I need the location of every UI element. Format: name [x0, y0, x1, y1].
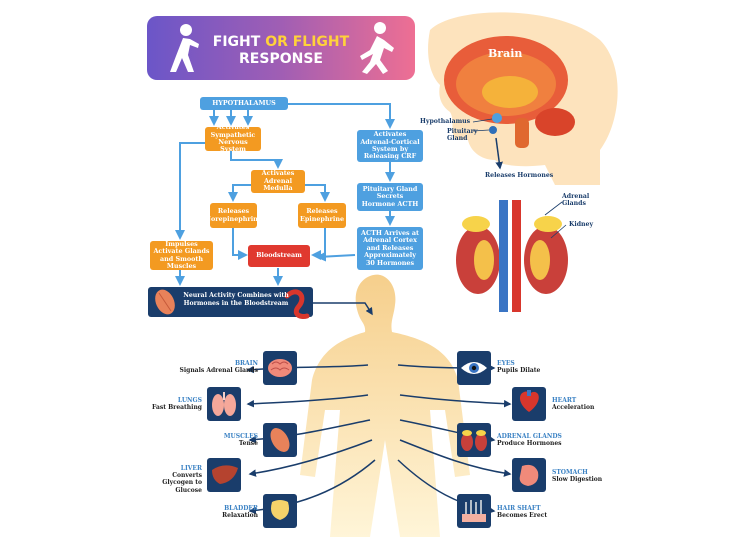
releases-hormones-label: Releases Hormones: [485, 172, 554, 179]
bladder-icon: [271, 500, 289, 520]
title-text: FIGHT OR FLIGHT RESPONSE: [196, 34, 366, 68]
kidney-label: Kidney: [569, 221, 594, 228]
bloodstream-box: Bloodstream: [248, 245, 310, 267]
impulses-box: Impulses Activate Glands and Smooth Musc…: [150, 240, 213, 270]
vena-cava: [499, 200, 508, 312]
hypothalamus-dot: [492, 113, 502, 123]
muscle-icon: [270, 428, 290, 452]
pituitary-acth-box: Pituitary Gland Secrets Hormone ACTH: [357, 183, 423, 211]
stomach-icon: [519, 464, 539, 486]
epinephrine-box: Releases Epinephrine: [298, 203, 346, 228]
hypothalamus-label: Hypothalamus: [420, 118, 471, 125]
blood-vessel-icon: [284, 289, 310, 319]
pituitary-label: Pituitary Gland: [447, 128, 478, 143]
neural-activity-text: Neural Activity Combines with Hormones i…: [183, 292, 289, 307]
adrenal-glands-label: Adrenal Glands: [562, 193, 590, 208]
adrenal-glands-icon: [461, 430, 487, 451]
heart-icon: [519, 390, 539, 412]
figure-left-body: [170, 38, 199, 72]
neural-activity-bar: [148, 287, 313, 317]
norepinephrine-box: Releases Norepinephrine: [205, 203, 262, 228]
body-silhouette: [300, 274, 470, 537]
hypothalamus-box: HYPOTHALAMUS: [200, 97, 288, 110]
figure-right-head: [374, 22, 386, 34]
eye-icon: [461, 362, 487, 374]
cerebellum-shape: [535, 108, 575, 136]
sympathetic-box: Activates Sympathetic Nervous System: [205, 123, 261, 153]
title-part3: RESPONSE: [239, 51, 323, 67]
right-adrenal: [534, 216, 562, 232]
pituitary-dot: [489, 126, 497, 134]
lungs-icon: [212, 392, 236, 416]
liver-icon: [212, 465, 238, 484]
left-adrenal: [462, 216, 490, 232]
brain-title: Brain: [488, 47, 523, 60]
title-part1: FIGHT: [212, 34, 261, 50]
hair-shaft-tile: [457, 494, 491, 528]
brain-icon: [268, 359, 292, 377]
figure-right-body: [360, 36, 394, 74]
figure-left-head: [180, 24, 192, 36]
adrenal-cortical-box: Activates Adrenal-Cortical System by Rel…: [357, 130, 423, 162]
title-part2: OR FLIGHT: [265, 34, 350, 50]
adrenal-medulla-box: Activates Adrenal Medulla: [251, 170, 305, 193]
hair-shaft-icon: [462, 500, 486, 522]
acth-arrives-box: ACTH Arrives at Adrenal Cortex and Relea…: [357, 227, 423, 270]
aorta: [512, 200, 521, 312]
muscle-fiber-icon: [155, 289, 175, 315]
